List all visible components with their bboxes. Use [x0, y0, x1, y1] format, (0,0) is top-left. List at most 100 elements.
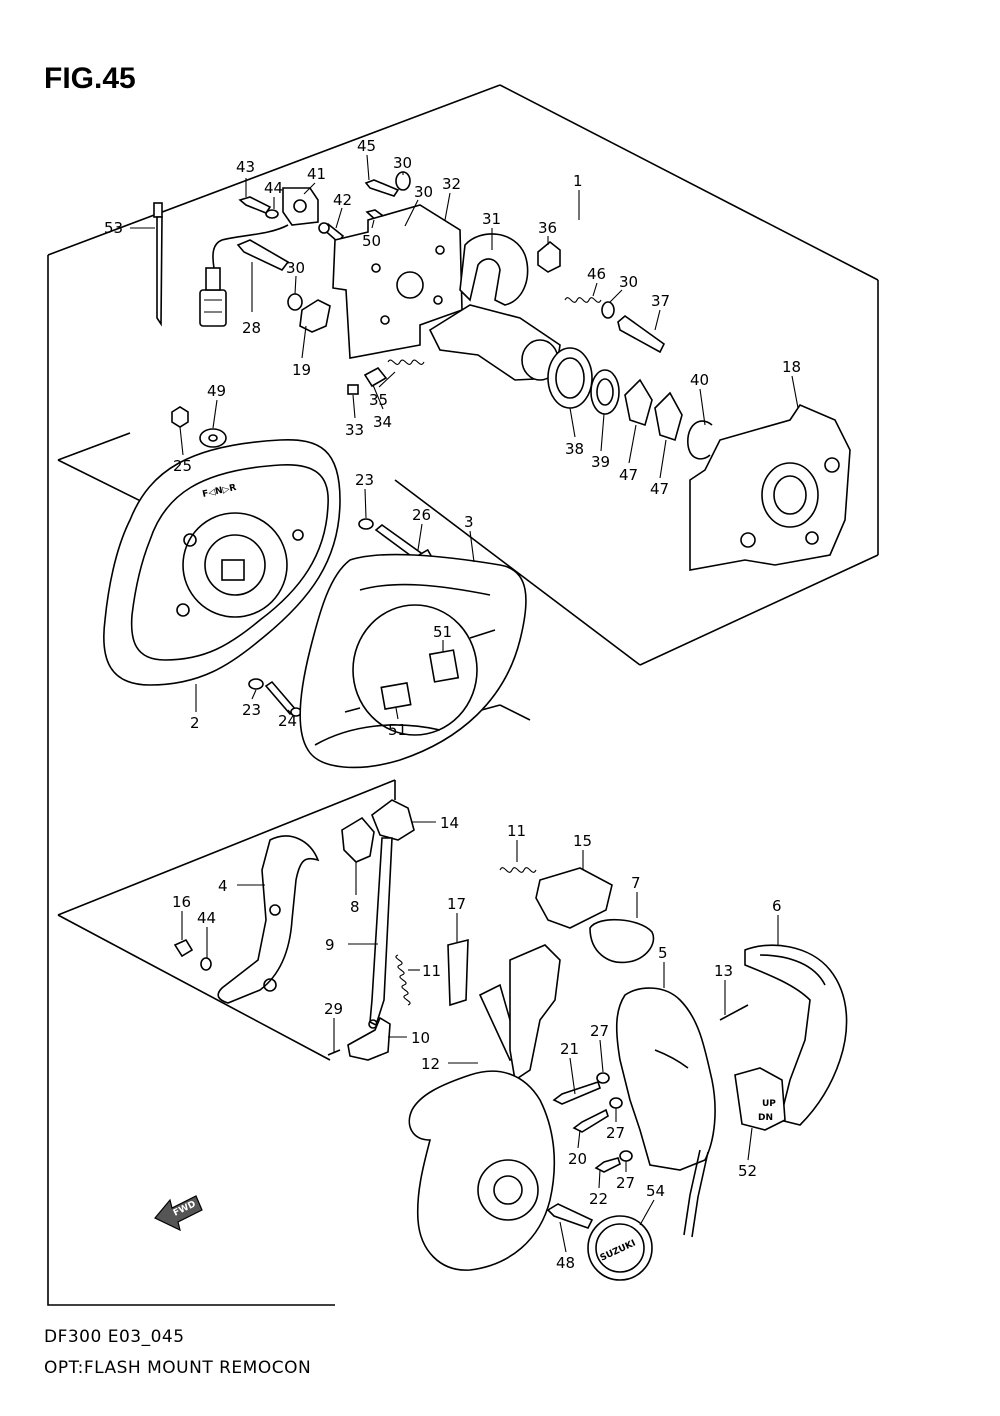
- leader-24: [287, 709, 293, 715]
- badge-inner: [595, 1223, 645, 1273]
- leader-48: [559, 1221, 567, 1253]
- cable-tie-strap: [156, 216, 163, 327]
- callout-51: 51: [433, 623, 452, 641]
- washer-49-hole: [208, 434, 218, 442]
- wire-connector: [199, 289, 227, 327]
- bracket-plate-32: [332, 204, 463, 359]
- trim-switch-wires: [683, 1149, 709, 1238]
- plate-47a: [624, 378, 653, 427]
- leader-34: [372, 384, 384, 410]
- housing-bore-inner: [773, 475, 807, 515]
- lever-arm-top: [509, 944, 561, 1082]
- nut-25: [171, 406, 189, 428]
- cable-tie-head: [153, 202, 163, 218]
- callout-54: 54: [646, 1182, 665, 1200]
- switch-wire: [212, 224, 289, 269]
- washer-39: [590, 369, 620, 415]
- callout-1: 1: [573, 172, 583, 190]
- leader-47a: [628, 424, 637, 464]
- cover-3-top-rim: [359, 583, 491, 596]
- callout-7: 7: [631, 874, 641, 892]
- leader-3: [469, 530, 475, 563]
- callout-13: 13: [714, 962, 733, 980]
- trim-switch-body: [734, 1067, 786, 1131]
- leader-18: [791, 375, 799, 409]
- bolt-28: [236, 239, 290, 272]
- lever-bracket: [217, 835, 320, 1004]
- callout-36: 36: [538, 219, 557, 237]
- washer-27b: [609, 1097, 623, 1109]
- pin-33: [347, 384, 359, 395]
- callout-16: 16: [172, 893, 191, 911]
- washer-27a: [596, 1072, 610, 1084]
- leader-42: [335, 207, 343, 229]
- leader-30b: [404, 199, 419, 227]
- washer-23a: [358, 518, 374, 530]
- detent-34: [363, 366, 388, 388]
- callout-30-fourth: 30: [619, 273, 638, 291]
- callout-6: 6: [772, 897, 782, 915]
- callout-19: 19: [292, 361, 311, 379]
- leader-30d: [609, 289, 623, 303]
- leader-20: [577, 1129, 581, 1149]
- leader-40: [699, 388, 706, 426]
- callout-31: 31: [482, 210, 501, 228]
- rod-9: [369, 837, 393, 1027]
- figure-title: FIG.45: [44, 62, 136, 95]
- bolt-37: [617, 314, 666, 354]
- trim-switch-dn-label: DN: [758, 1113, 773, 1123]
- cover-2-notch: [221, 559, 245, 581]
- switch-15-7: [535, 867, 655, 964]
- leader-37: [654, 309, 661, 331]
- screw-22: [594, 1157, 621, 1173]
- outline-lower-section-diag: [57, 914, 331, 1061]
- callout-27-second: 27: [606, 1124, 625, 1142]
- seal-38: [547, 347, 593, 409]
- leader-45: [366, 154, 370, 181]
- housing-bore: [761, 462, 819, 528]
- washer-27c: [619, 1150, 633, 1162]
- connector-boot: [205, 267, 221, 291]
- callout-23: 23: [355, 471, 374, 489]
- cover-3-outer: [299, 553, 527, 769]
- switch-mount-hole: [293, 199, 307, 213]
- callout-38: 38: [565, 440, 584, 458]
- trim-switch-up-label: UP: [762, 1099, 776, 1109]
- washer-30c: [287, 293, 303, 311]
- lever-hub-boss: [477, 1159, 539, 1221]
- outline-left-edge: [47, 255, 335, 1306]
- leader-49: [212, 399, 218, 429]
- outline-inner-left: [57, 432, 131, 461]
- plate-47b: [654, 391, 683, 442]
- lever-hub-body: [408, 1070, 556, 1271]
- callout-24: 24: [278, 712, 297, 730]
- plate-center-hole: [396, 271, 424, 299]
- cover-2: [103, 439, 341, 686]
- callout-21: 21: [560, 1040, 579, 1058]
- leader-23b: [251, 689, 257, 700]
- leader-22: [598, 1169, 601, 1189]
- cable-tie-53: [153, 202, 163, 327]
- cover-2-ring-inner: [204, 534, 266, 596]
- leader-50: [371, 219, 375, 229]
- grip-cover-rim: [759, 954, 826, 986]
- cover-3-bottom-rim: [314, 724, 441, 746]
- callout-44: 44: [264, 179, 283, 197]
- leader-35: [378, 371, 396, 388]
- grip-body: [615, 987, 716, 1171]
- leader-30c: [294, 275, 297, 295]
- callout-30: 30: [393, 154, 412, 172]
- callout-45: 45: [357, 137, 376, 155]
- leader-33: [352, 394, 356, 419]
- cover-3-tab-a: [469, 629, 496, 639]
- lever-bracket-hole-a: [269, 904, 281, 916]
- callout-27-third: 27: [616, 1174, 635, 1192]
- plate-17: [447, 938, 469, 1007]
- callout-50: 50: [362, 232, 381, 250]
- leader-21: [569, 1057, 576, 1095]
- screw-21: [552, 1080, 601, 1105]
- grip-slot: [654, 1049, 689, 1069]
- neutral-switch-41: [199, 187, 319, 327]
- screws-20-27: [546, 1072, 633, 1229]
- callout-28: 28: [242, 319, 261, 337]
